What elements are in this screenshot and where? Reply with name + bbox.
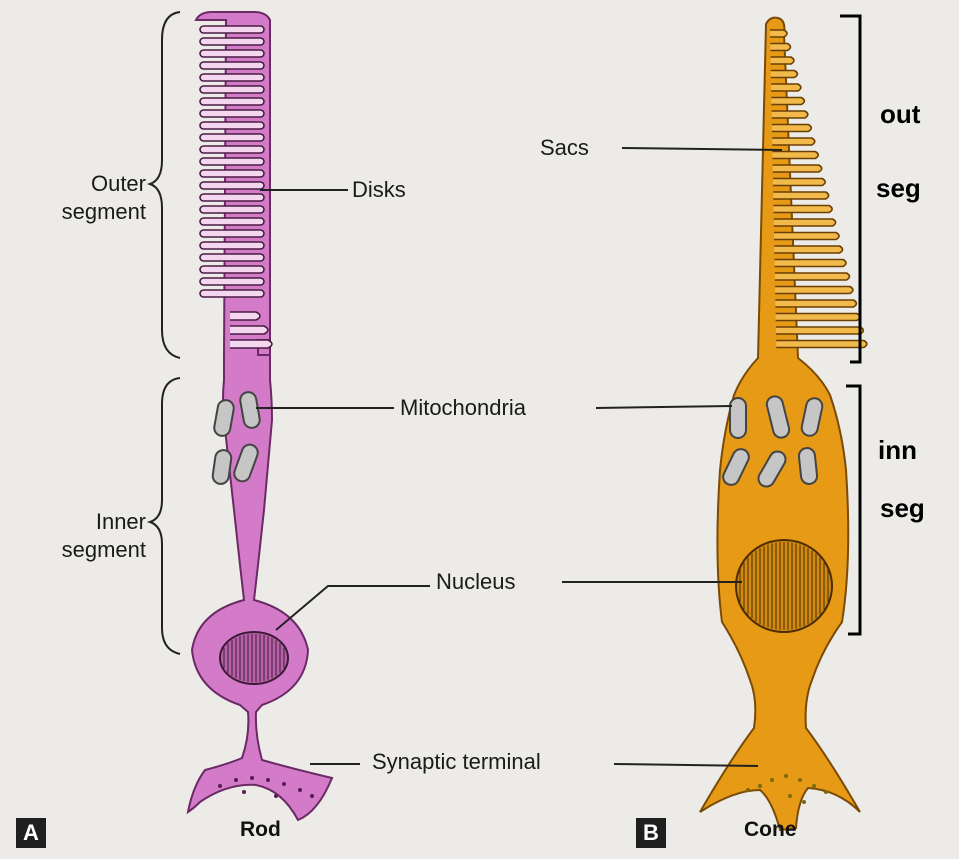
cone-sac (776, 327, 863, 334)
rod-disk (200, 278, 264, 285)
rod-disk (200, 38, 264, 45)
sacs-label: Sacs (540, 134, 589, 162)
mitochondria-label: Mitochondria (400, 394, 526, 422)
outer-label-line1: Outer (0, 170, 146, 198)
rod-disk (200, 158, 264, 165)
inner-segment-label: Inner segment (0, 508, 146, 564)
rod-disk (200, 86, 264, 93)
rod-disk (200, 74, 264, 81)
cone-sac (774, 233, 839, 240)
inner-label-line2: segment (0, 536, 146, 564)
mito-leader-right (596, 406, 732, 408)
cone-sac (773, 179, 825, 186)
rod-disk-fold (230, 326, 268, 334)
inner-segment-brace (150, 378, 180, 654)
rod-disk (200, 254, 264, 261)
cone-sac (773, 192, 828, 199)
inn-annotation: inn (878, 436, 917, 464)
seg-annotation-bottom: seg (880, 494, 925, 522)
rod-mitochondrion (212, 449, 233, 485)
rod-caption: Rod (240, 818, 281, 842)
outer-segment-bracket (840, 16, 860, 362)
cone-mitochondrion (730, 398, 746, 438)
nucleus-label: Nucleus (436, 568, 515, 596)
panel-label-a: A (16, 818, 46, 848)
rod-disk (200, 170, 264, 177)
rod-disk (200, 122, 264, 129)
nucleus-leader-left (276, 586, 430, 630)
rod-disk (200, 218, 264, 225)
cone-sac (771, 98, 804, 105)
cone-sac (775, 260, 846, 267)
seg-annotation-top: seg (876, 174, 921, 202)
synaptic-terminal-label: Synaptic terminal (372, 748, 541, 776)
rod-disk (200, 242, 264, 249)
rod-disk (200, 146, 264, 153)
rod-disk (200, 206, 264, 213)
rod-nucleus (220, 632, 288, 684)
cone-sac (775, 300, 856, 307)
cone-sac (772, 111, 808, 118)
cone-sac (771, 57, 794, 64)
outer-segment-label: Outer segment (0, 170, 146, 226)
cone-sac (770, 30, 787, 37)
rod-disk-fold (230, 340, 272, 348)
outer-label-line2: segment (0, 198, 146, 226)
rod-disk (200, 182, 264, 189)
rod-disk (200, 230, 264, 237)
cone-caption: Cone (744, 818, 797, 842)
rod-disk (200, 110, 264, 117)
rod-disk (200, 26, 264, 33)
rod-disk (200, 98, 264, 105)
inner-label-line1: Inner (0, 508, 146, 536)
cone-sac (771, 71, 798, 78)
cone-sac (776, 341, 867, 348)
rod-disk (200, 194, 264, 201)
rod-disk (200, 266, 264, 273)
cone-cell (700, 18, 867, 830)
rod-disk (200, 134, 264, 141)
rod-disk (200, 50, 264, 57)
rod-cell (188, 12, 332, 820)
rod-disk (200, 290, 264, 297)
cone-sac (774, 246, 842, 253)
outer-segment-brace (150, 12, 180, 358)
cone-sac (776, 314, 860, 321)
disks-label: Disks (352, 176, 406, 204)
panel-label-b: B (636, 818, 666, 848)
cone-sac (772, 152, 818, 159)
cone-sac (772, 138, 815, 145)
cone-sac (773, 165, 822, 172)
cone-sac (772, 125, 811, 132)
cone-sac (770, 44, 790, 51)
cone-sac (774, 206, 833, 213)
out-annotation: out (880, 100, 920, 128)
rod-disk-fold (230, 312, 260, 320)
cone-sac (774, 219, 836, 226)
cone-sac (771, 84, 801, 91)
sacs-leader (622, 148, 782, 150)
cone-sac (775, 287, 853, 294)
rod-disk (200, 62, 264, 69)
cone-mitochondrion (798, 447, 818, 484)
cone-sac (775, 273, 850, 280)
